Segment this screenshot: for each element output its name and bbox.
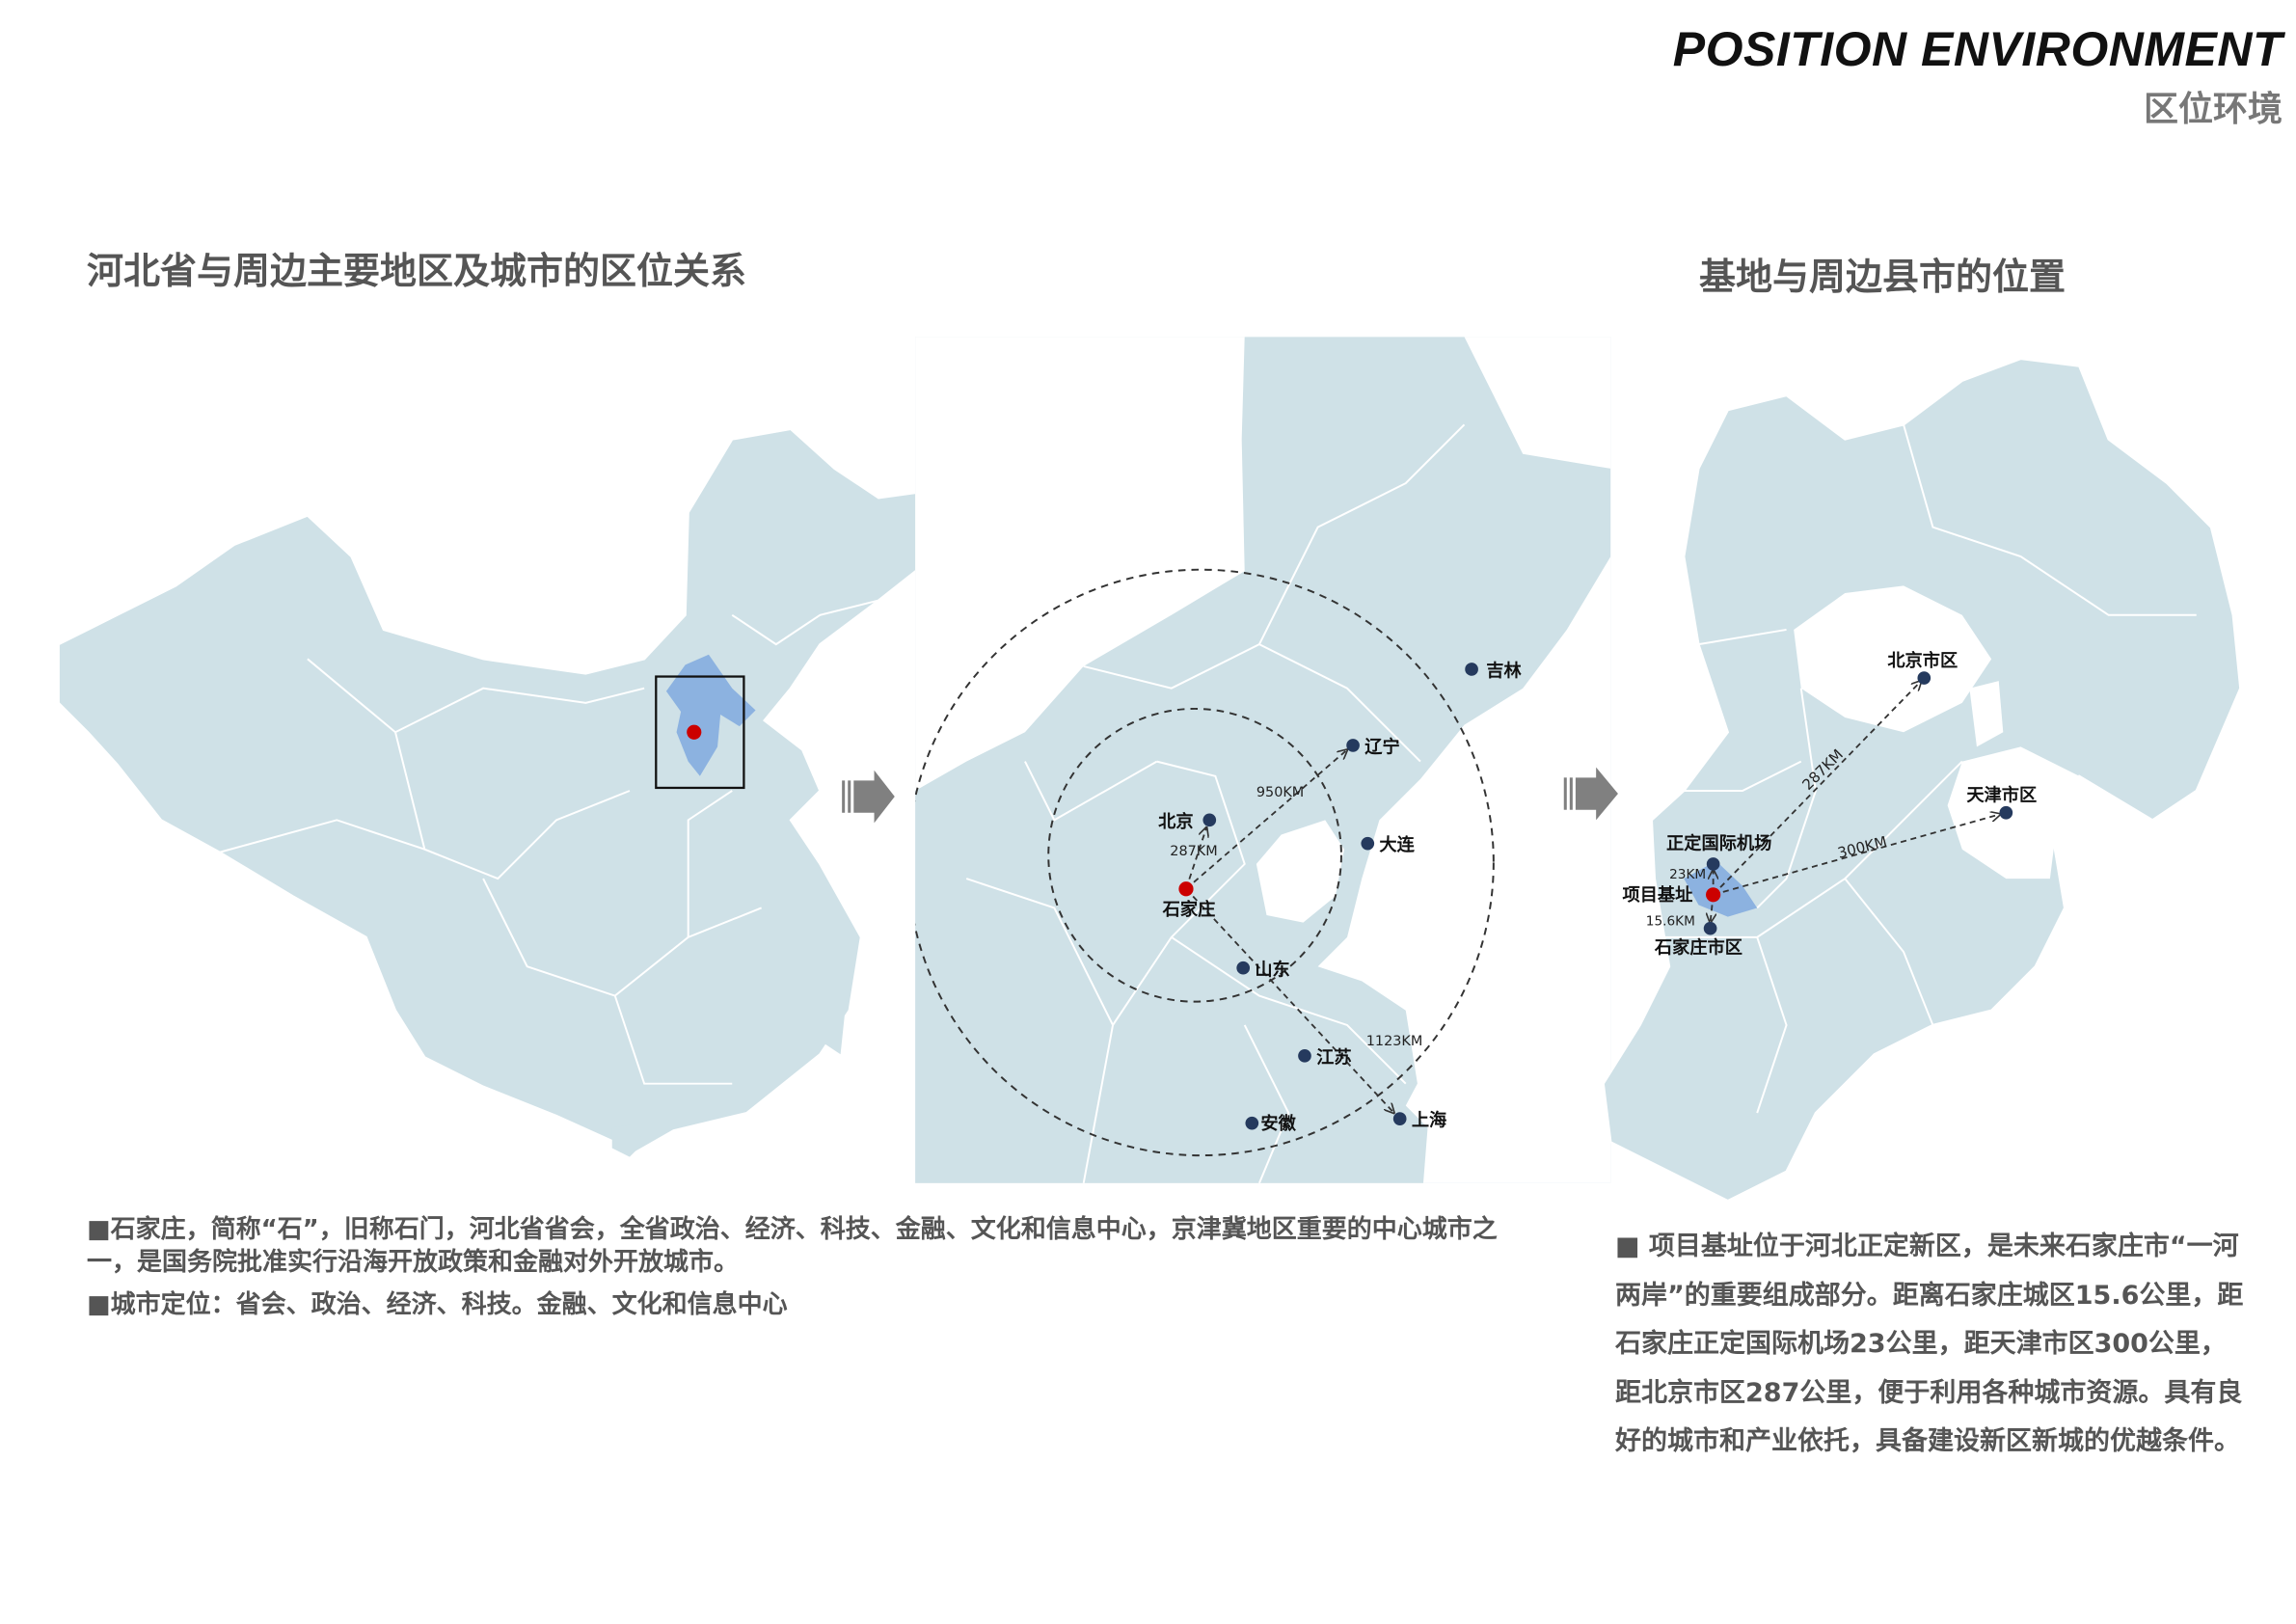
radius-circle-outer <box>915 568 1495 1156</box>
hebei-highlight <box>665 654 756 776</box>
city-label-shijiazhuang-urban: 石家庄市区 <box>1654 937 1742 959</box>
city-label-jiangsu: 江苏 <box>1316 1046 1351 1068</box>
regional-map: 吉林 辽宁 北京 大连 石家庄 山东 江苏 安徽 上海 950KM 287KM … <box>915 337 1611 1183</box>
arrow-right-icon-2 <box>1563 767 1618 821</box>
city-label-project-site: 项目基址 <box>1622 884 1692 906</box>
city-label-dalian: 大连 <box>1379 834 1415 855</box>
header-title-cn: 区位环境 <box>2143 90 2282 129</box>
hebei-frame <box>655 675 745 790</box>
left-section-title: 河北省与周边主要地区及城市的区位关系 <box>87 250 747 292</box>
china-landmass <box>57 427 935 1155</box>
left-paragraph-1: ■石家庄，简称“石”，旧称石门，河北省省会，全省政治、经济、科技、金融、文化和信… <box>87 1215 1498 1277</box>
city-label-jilin: 吉林 <box>1486 661 1522 682</box>
radius-circle-inner <box>1047 707 1342 1003</box>
city-label-anhui: 安徽 <box>1260 1113 1296 1134</box>
right-section-title: 基地与周边县市的位置 <box>1699 256 2066 298</box>
city-label-beijing: 北京 <box>1158 811 1193 832</box>
city-label-liaoning: 辽宁 <box>1364 737 1399 758</box>
shijiazhuang-marker <box>687 724 702 740</box>
distance-label-950: 950KM <box>1256 785 1304 800</box>
city-label-shijiazhuang: 石家庄 <box>1162 899 1216 920</box>
distance-label-23km: 23KM <box>1669 867 1706 882</box>
city-label-tianjin-urban: 天津市区 <box>1966 785 2037 806</box>
city-label-shandong: 山东 <box>1255 959 1289 980</box>
china-map <box>57 427 935 1157</box>
right-description: ■ 项目基址位于河北正定新区，是未来石家庄市“一河两岸”的重要组成部分。距离石家… <box>1615 1232 2244 1456</box>
city-label-beijing-urban: 北京市区 <box>1887 650 1958 671</box>
distance-label-287: 287KM <box>1170 844 1217 859</box>
header-title-en: POSITION ENVIRONMENT <box>1672 22 2282 76</box>
city-label-shanghai: 上海 <box>1412 1110 1446 1131</box>
left-paragraph-2: ■城市定位：省会、政治、经济、科技。金融、文化和信息中心 <box>87 1290 788 1319</box>
city-label-zhengding-airport: 正定国际机场 <box>1666 833 1771 854</box>
arrow-right-icon <box>842 770 895 824</box>
zhengding-new-district <box>1684 860 1758 917</box>
left-description: ■石家庄，简称“石”，旧称石门，河北省省会，全省政治、经济、科技、金融、文化和信… <box>87 1213 1514 1321</box>
site-map: 北京市区 天津市区 正定国际机场 项目基址 石家庄市区 287KM 300KM … <box>1602 357 2242 1203</box>
distance-label-1123: 1123KM <box>1366 1034 1423 1049</box>
distance-label-15-6km: 15.6KM <box>1646 914 1695 930</box>
